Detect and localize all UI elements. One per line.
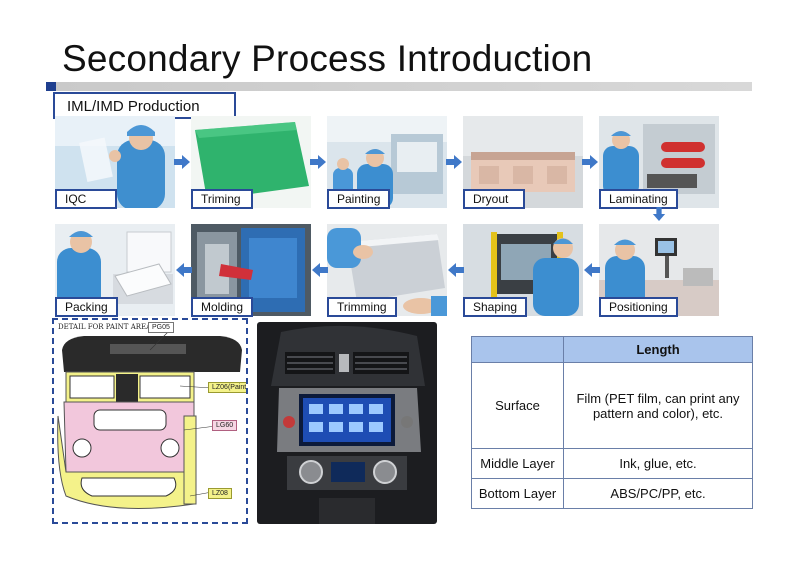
- layer-value: ABS/PC/PP, etc.: [563, 478, 753, 509]
- step-label: IQC: [55, 189, 117, 209]
- page-title: Secondary Process Introduction: [62, 38, 593, 79]
- arrow-right-icon: [582, 155, 598, 169]
- step-label: Dryout: [463, 189, 525, 209]
- arrow-right-icon: [446, 155, 462, 169]
- paint-area-diagram: DETAIL FOR PAINT AREA PG05 LZ06(Paint) L…: [52, 318, 248, 524]
- process-step-molding: Molding: [191, 224, 311, 317]
- car-console-photo: [257, 322, 437, 524]
- layer-name: Bottom Layer: [471, 478, 564, 509]
- table-header-length: Length: [563, 336, 753, 363]
- arrow-down-icon: [652, 207, 666, 221]
- layer-value: Ink, glue, etc.: [563, 448, 753, 479]
- process-step-laminating: Laminating: [599, 116, 719, 209]
- layer-spec-table: Length Surface Film (PET film, can print…: [471, 336, 753, 509]
- section-label: IML/IMD Production: [53, 92, 236, 119]
- title-underline: [46, 82, 752, 91]
- step-label: Laminating: [599, 189, 678, 209]
- bezel-drawing: [57, 327, 242, 509]
- process-step-triming: Triming: [191, 116, 311, 209]
- step-label: Triming: [191, 189, 253, 209]
- layer-name: Middle Layer: [471, 448, 564, 479]
- process-step-dryout: Dryout: [463, 116, 583, 209]
- step-label: Shaping: [463, 297, 528, 317]
- process-step-shaping: Shaping: [463, 224, 583, 317]
- arrow-right-icon: [310, 155, 326, 169]
- arrow-left-icon: [176, 263, 192, 277]
- process-step-packing: Packing: [55, 224, 175, 317]
- arrow-right-icon: [174, 155, 190, 169]
- step-label: Painting: [327, 189, 391, 209]
- packing-photo: [55, 224, 175, 316]
- table-row: Surface Film (PET film, can print any pa…: [471, 362, 753, 449]
- process-step-painting: Painting: [327, 116, 447, 209]
- step-label: Molding: [191, 297, 254, 317]
- process-step-iqc: IQC: [55, 116, 175, 209]
- table-header-row: Length: [471, 336, 753, 363]
- callout-lg60: LG60: [212, 420, 238, 431]
- layer-name: Surface: [471, 362, 564, 449]
- step-label: Trimming: [327, 297, 397, 317]
- callout-pg05: PG05: [148, 322, 174, 333]
- process-step-positioning: Positioning: [599, 224, 719, 317]
- arrow-left-icon: [584, 263, 600, 277]
- table-row: Middle Layer Ink, glue, etc.: [471, 448, 753, 479]
- step-label: Positioning: [599, 297, 678, 317]
- diagram-header: DETAIL FOR PAINT AREA: [58, 323, 152, 331]
- layer-value: Film (PET film, can print any pattern an…: [563, 362, 753, 449]
- callout-lz08: LZ08: [208, 488, 232, 499]
- arrow-left-icon: [448, 263, 464, 277]
- step-label: Packing: [55, 297, 118, 317]
- table-row: Bottom Layer ABS/PC/PP, etc.: [471, 478, 753, 509]
- callout-lz06-paint: LZ06(Paint): [208, 382, 246, 393]
- process-step-trimming: Trimming: [327, 224, 447, 317]
- arrow-left-icon: [312, 263, 328, 277]
- table-header-blank: [471, 336, 564, 363]
